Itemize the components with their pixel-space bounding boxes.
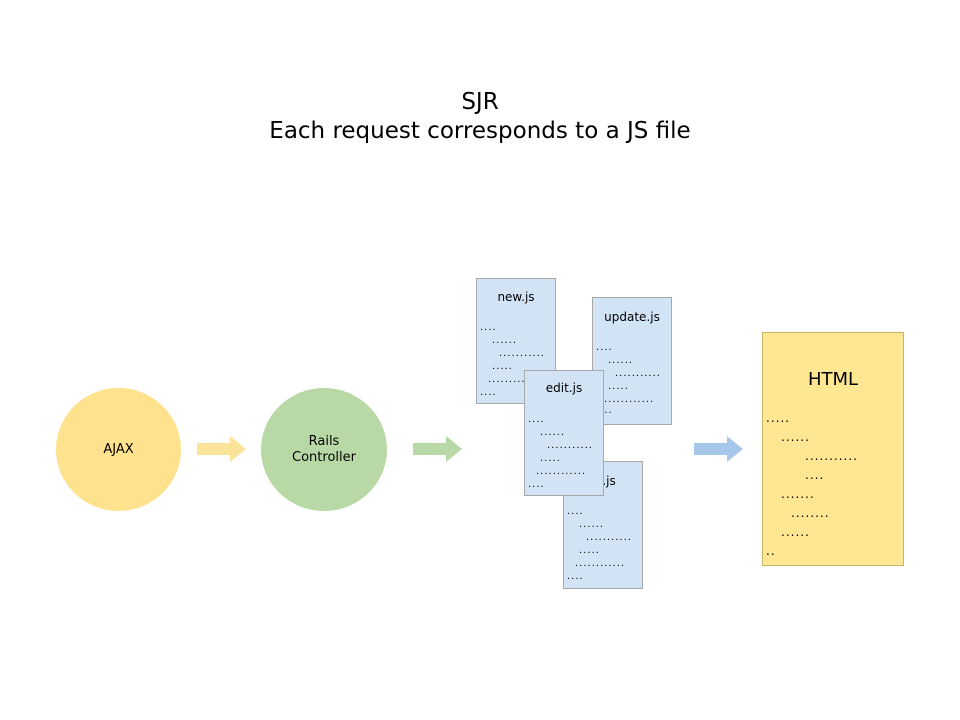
code-line: ...........: [547, 440, 593, 451]
ajax-label: AJAX: [103, 441, 134, 457]
js-file-edit: edit.js .... ...... ........... ..... ..…: [524, 370, 604, 496]
code-line: ............: [604, 394, 655, 405]
ajax-node: AJAX: [56, 388, 181, 511]
rails-controller-label: Rails Controller: [292, 433, 356, 465]
html-line: ......: [781, 525, 810, 539]
code-line: ......: [492, 335, 518, 346]
html-line: .....: [766, 411, 791, 425]
code-line: ....: [480, 387, 497, 398]
arrow-yellow: [197, 436, 246, 462]
code-line: ...........: [499, 348, 545, 359]
js-file-new: new.js .... ...... ........... ..... ...…: [476, 278, 556, 404]
html-line: ..: [766, 544, 776, 558]
html-line: ...........: [805, 449, 858, 463]
code-line: ............: [488, 374, 539, 385]
html-document: HTML ..... ...... ........... .... .....…: [762, 332, 904, 566]
code-line: ......: [540, 427, 566, 438]
js-file-name: edit.js: [545, 381, 583, 395]
code-line: ...........: [615, 368, 661, 379]
code-line: ............: [536, 466, 587, 477]
html-line: ....: [805, 468, 825, 482]
html-line: ........: [791, 506, 830, 520]
code-line: ...........: [586, 532, 632, 543]
code-line: ....: [480, 322, 497, 333]
code-line: .....: [608, 381, 629, 392]
code-line: .....: [540, 453, 561, 464]
code-line: ....: [567, 571, 584, 582]
diagram-title: SJR: [461, 89, 499, 115]
arrow-green: [413, 436, 462, 462]
html-line: .......: [781, 487, 815, 501]
code-line: ....: [567, 506, 584, 517]
code-line: ....: [596, 342, 613, 353]
code-line: ....: [528, 479, 545, 490]
code-line: ............: [575, 558, 626, 569]
rails-controller-node: Rails Controller: [261, 388, 387, 511]
html-line: ......: [781, 430, 810, 444]
code-line: ......: [579, 519, 605, 530]
code-line: .....: [579, 545, 600, 556]
arrow-blue: [694, 436, 743, 462]
code-line: ......: [608, 355, 634, 366]
js-file-name: update.js: [604, 310, 660, 324]
code-line: .....: [492, 361, 513, 372]
code-line: ....: [528, 414, 545, 425]
js-file-name: new.js: [497, 290, 535, 304]
html-document-title: HTML: [807, 369, 859, 390]
js-file-update: update.js .... ...... ........... ..... …: [592, 297, 672, 425]
diagram-subtitle: Each request corresponds to a JS file: [269, 118, 691, 144]
